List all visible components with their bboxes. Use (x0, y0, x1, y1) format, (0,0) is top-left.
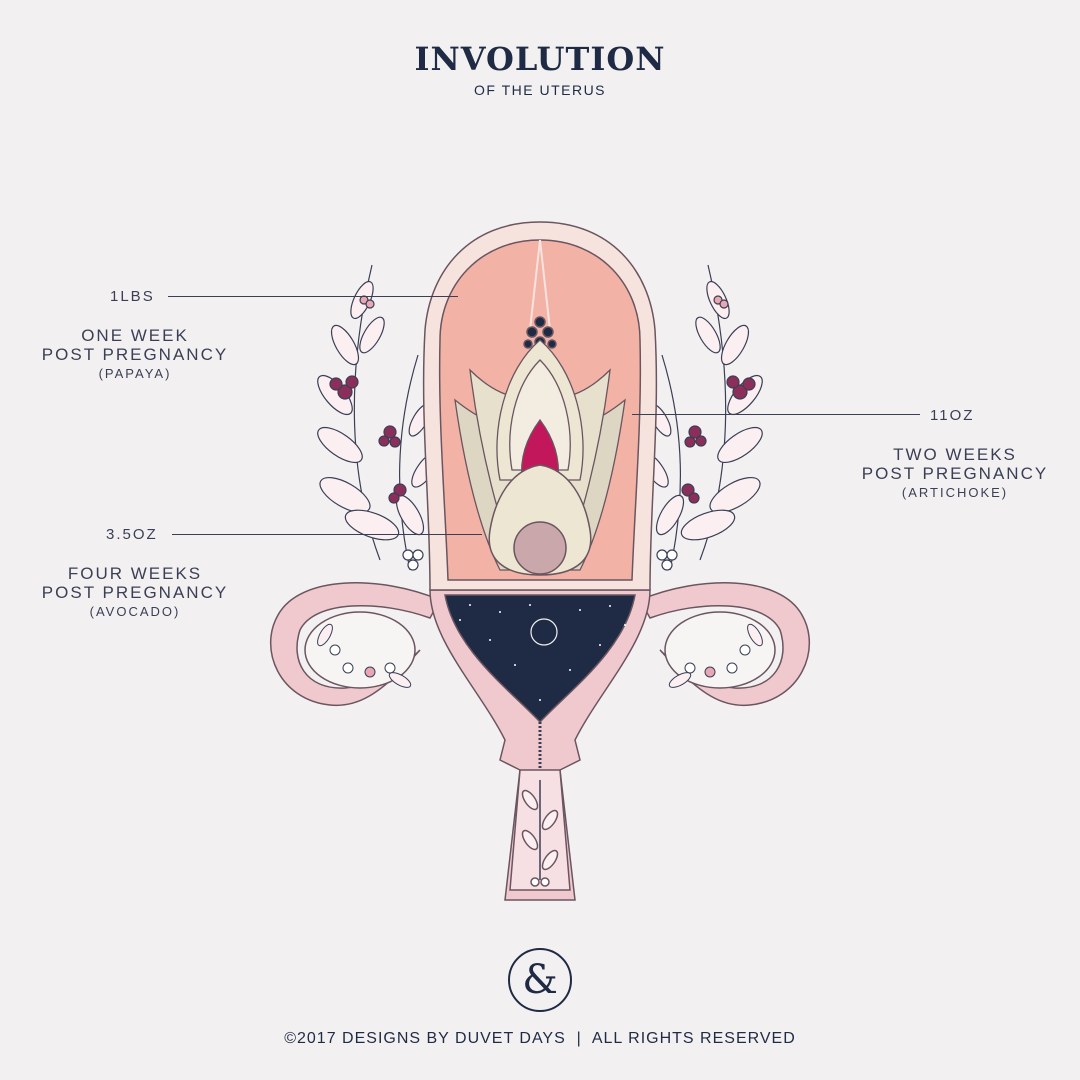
stage-weight-3-5oz: 3.5OZ (106, 526, 158, 543)
stage-weight-11oz: 11OZ (930, 407, 975, 424)
stage-fruit: (AVOCADO) (89, 604, 181, 619)
ovary-flowers (317, 623, 763, 688)
logo-glyph: & (522, 957, 558, 1003)
stage-line2: POST PREGNANCY (41, 583, 229, 602)
moon-icon (530, 618, 558, 646)
stage-label-four-weeks: FOUR WEEKS POST PREGNANCY (AVOCADO) (30, 564, 240, 621)
stage-fruit: (ARTICHOKE) (901, 485, 1009, 500)
stage-line2: POST PREGNANCY (861, 464, 1049, 483)
uterus-body (429, 589, 651, 901)
stage-line2: POST PREGNANCY (41, 345, 229, 364)
stage-line1: TWO WEEKS (893, 445, 1017, 464)
ampersand-logo-icon: & (508, 948, 572, 1012)
uterine-cavity (444, 594, 636, 724)
starry-night (459, 604, 626, 701)
stage-line1: ONE WEEK (81, 326, 189, 345)
copyright-footer: ©2017 DESIGNS BY DUVET DAYS | ALL RIGHTS… (284, 1030, 796, 1047)
stage-label-two-weeks: TWO WEEKS POST PREGNANCY (ARTICHOKE) (850, 445, 1060, 502)
stage-label-one-week: ONE WEEK POST PREGNANCY (PAPAYA) (30, 326, 240, 383)
stage-weight-1lbs: 1LBS (110, 288, 155, 305)
page-subtitle: OF THE UTERUS (473, 82, 607, 98)
avocado-fruit (488, 464, 592, 576)
leader-line-3-5oz (172, 534, 482, 535)
page-title: INVOLUTION (414, 40, 666, 78)
leader-line-11oz (632, 414, 920, 415)
stage-fruit: (PAPAYA) (98, 366, 172, 381)
stage-line1: FOUR WEEKS (67, 564, 203, 583)
right-foliage (641, 264, 763, 571)
leader-line-1lbs (168, 296, 458, 297)
